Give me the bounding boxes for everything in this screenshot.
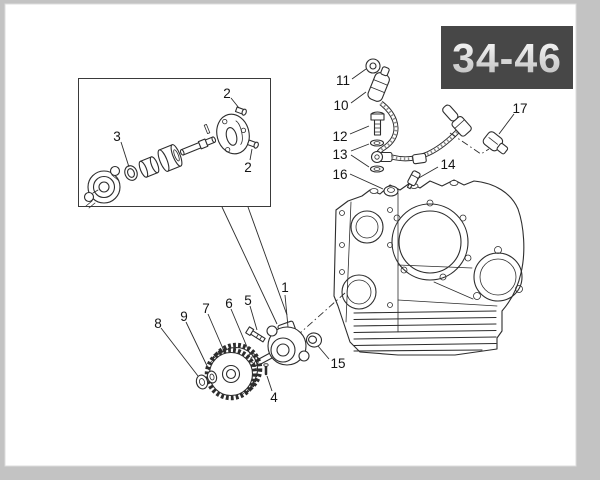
washers-13 <box>369 139 385 173</box>
inset-screw-2-top <box>234 106 247 116</box>
callout-8: 8 <box>154 316 162 331</box>
boot-17 <box>482 131 509 155</box>
screw-5 <box>245 326 266 343</box>
inset-bushing-3 <box>124 165 138 181</box>
washer-8 <box>195 374 209 390</box>
callout-3: 3 <box>113 129 121 144</box>
hose-upper <box>375 101 399 156</box>
page-code: 34-46 <box>452 35 562 81</box>
page-code-badge: 34-46 <box>441 26 573 89</box>
inset-screw-2-bottom <box>246 139 259 149</box>
oil-line-assembly <box>365 58 509 197</box>
callout-17: 17 <box>512 101 527 116</box>
oil-pump-assembly-1 <box>247 320 310 368</box>
alignment-line-pump <box>298 292 346 335</box>
pin-4 <box>263 363 269 376</box>
callout-14: 14 <box>440 157 456 172</box>
bolt-12 <box>370 111 385 136</box>
washer-9 <box>206 370 218 384</box>
callout-4: 4 <box>270 390 278 405</box>
union-16 <box>383 185 399 197</box>
callout-labels: 2 3 2 11 10 12 13 16 14 17 1 15 5 6 7 9 … <box>113 73 527 405</box>
callout-2-inset-bottom: 2 <box>244 160 252 175</box>
inset-box <box>78 78 271 209</box>
callout-12: 12 <box>332 129 347 144</box>
inset-to-pump-leader-lines <box>221 206 288 325</box>
pressure-switch-10 <box>367 66 390 102</box>
callout-11: 11 <box>336 73 350 88</box>
callout-1: 1 <box>281 280 289 295</box>
alignment-line-17 <box>449 132 490 155</box>
callout-9: 9 <box>180 309 188 324</box>
inset-pin <box>203 123 211 135</box>
hose-connector-plug <box>442 104 472 137</box>
callout-15: 15 <box>330 356 345 371</box>
callout-6: 6 <box>225 296 233 311</box>
crankcase-drawing <box>333 179 525 356</box>
inset-pump-shaft <box>179 136 217 156</box>
inset-inner-rotor <box>138 156 160 178</box>
sender-14 <box>406 170 421 190</box>
callout-2-inset-top: 2 <box>223 86 231 101</box>
banjo-union <box>370 150 393 164</box>
inset-pump-body <box>83 165 121 209</box>
callout-leader-lines <box>120 68 515 392</box>
callout-10: 10 <box>333 98 348 113</box>
callout-16: 16 <box>332 167 347 182</box>
callout-5: 5 <box>244 293 252 308</box>
inset-outer-rotor <box>157 144 183 172</box>
callout-7: 7 <box>202 301 210 316</box>
callout-13: 13 <box>332 147 347 162</box>
plug-15 <box>305 332 323 348</box>
inset-pump-cover <box>216 113 250 155</box>
banjo-eyelet-11 <box>365 58 381 74</box>
